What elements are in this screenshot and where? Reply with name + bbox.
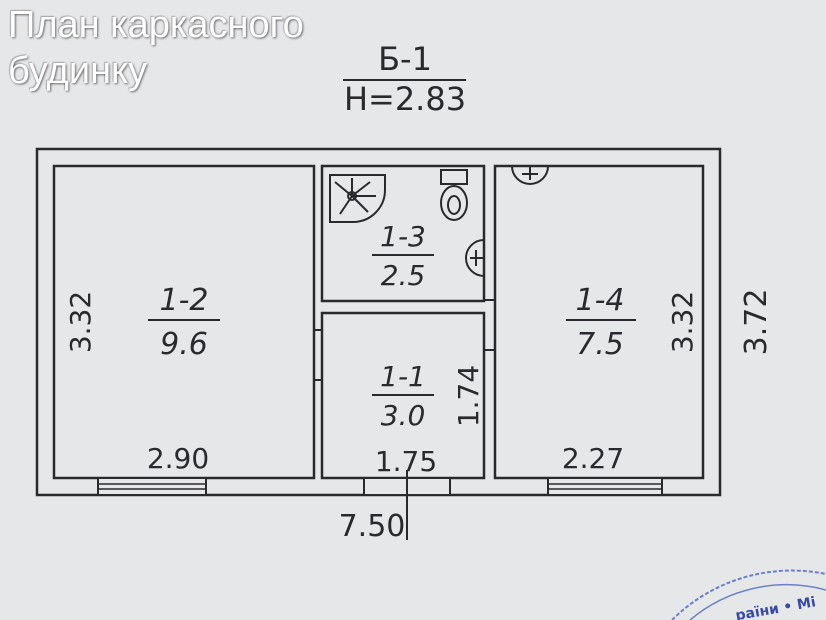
dim-overall-height: 3.72	[739, 289, 774, 356]
overlay-title-line2: будинку	[8, 50, 148, 92]
svg-text:1-3: 1-3	[380, 220, 426, 253]
official-stamp: раїни • Мі	[671, 569, 826, 620]
room-1-3	[320, 164, 486, 303]
room-label-1-3: 1-3 2.5	[372, 220, 434, 292]
dim-left-room-height: 3.32	[64, 291, 97, 353]
svg-text:2.5: 2.5	[381, 259, 426, 292]
toilet-fixture	[440, 169, 468, 221]
dim-left-room-width: 2.90	[147, 442, 209, 475]
building-height: Н=2.83	[344, 80, 466, 118]
sink-fixture	[465, 239, 485, 277]
room-label-1-4: 1-4 7.5	[566, 283, 636, 362]
dim-right-room-width: 2.27	[562, 442, 624, 475]
dim-middle-room-height: 1.74	[452, 365, 485, 427]
room-label-1-2: 1-2 9.6	[148, 283, 220, 362]
shower-fixture	[329, 174, 386, 223]
svg-text:1-1: 1-1	[380, 360, 426, 393]
stamp-text: раїни • Мі	[734, 594, 817, 620]
overlay-title-line1: План каркасного	[8, 4, 304, 46]
svg-text:1-2: 1-2	[160, 283, 209, 318]
window-left	[97, 477, 207, 496]
svg-text:1-4: 1-4	[576, 283, 625, 318]
dim-overall-width: 7.50	[339, 509, 406, 544]
room-label-1-1: 1-1 3.0	[372, 360, 434, 432]
svg-text:3.0: 3.0	[381, 399, 426, 432]
svg-text:7.5: 7.5	[576, 327, 624, 362]
svg-text:9.6: 9.6	[160, 327, 208, 362]
dim-right-room-height: 3.32	[666, 291, 699, 353]
sink-fixture-room-1-4	[511, 165, 549, 185]
building-code: Б-1	[378, 40, 432, 78]
window-right	[547, 477, 663, 496]
overlay-title: План каркасного будинку	[8, 2, 304, 94]
